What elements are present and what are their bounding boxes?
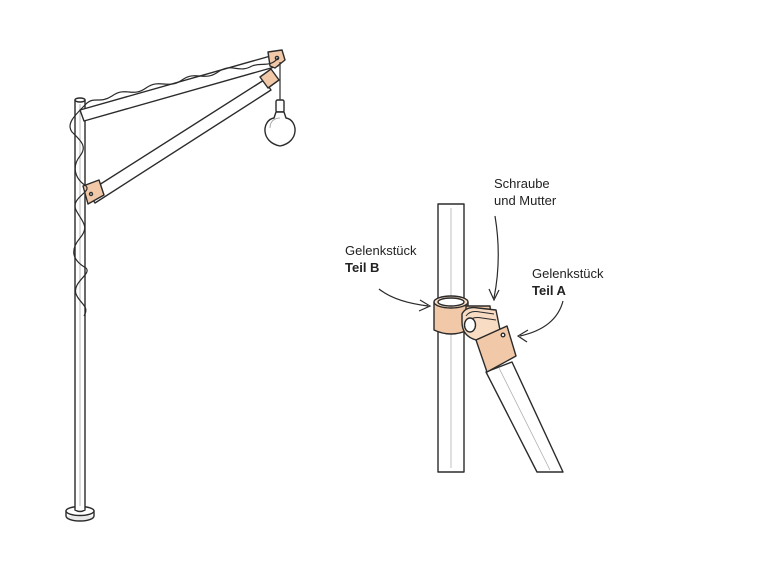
label-screw-line2: und Mutter bbox=[494, 193, 557, 208]
arrow-joint-b bbox=[378, 288, 429, 307]
lamp-overview bbox=[65, 49, 296, 522]
label-joint-b: Gelenkstück Teil B bbox=[345, 242, 417, 276]
lower-joint bbox=[82, 179, 105, 205]
callout-arrows bbox=[378, 215, 564, 343]
label-joint-b-line2: Teil B bbox=[345, 260, 380, 275]
label-screw: Schraube und Mutter bbox=[494, 175, 556, 209]
power-cable bbox=[69, 57, 279, 317]
detail-diagonal-pipe bbox=[485, 361, 564, 473]
label-joint-b-line1: Gelenkstück bbox=[345, 243, 417, 258]
joint-detail bbox=[378, 203, 564, 473]
screw-icon bbox=[463, 317, 477, 333]
label-joint-a: Gelenkstück Teil A bbox=[532, 265, 604, 299]
upper-arm bbox=[79, 54, 279, 122]
hanging-bulb-icon bbox=[264, 111, 296, 147]
arrow-screw bbox=[493, 215, 499, 299]
label-joint-a-line1: Gelenkstück bbox=[532, 266, 604, 281]
arrow-joint-a bbox=[519, 300, 564, 337]
joint-part-a bbox=[461, 306, 517, 373]
strut-joint bbox=[259, 68, 280, 89]
label-screw-line1: Schraube bbox=[494, 176, 550, 191]
label-joint-a-line2: Teil A bbox=[532, 283, 566, 298]
diagonal-strut bbox=[87, 79, 272, 204]
